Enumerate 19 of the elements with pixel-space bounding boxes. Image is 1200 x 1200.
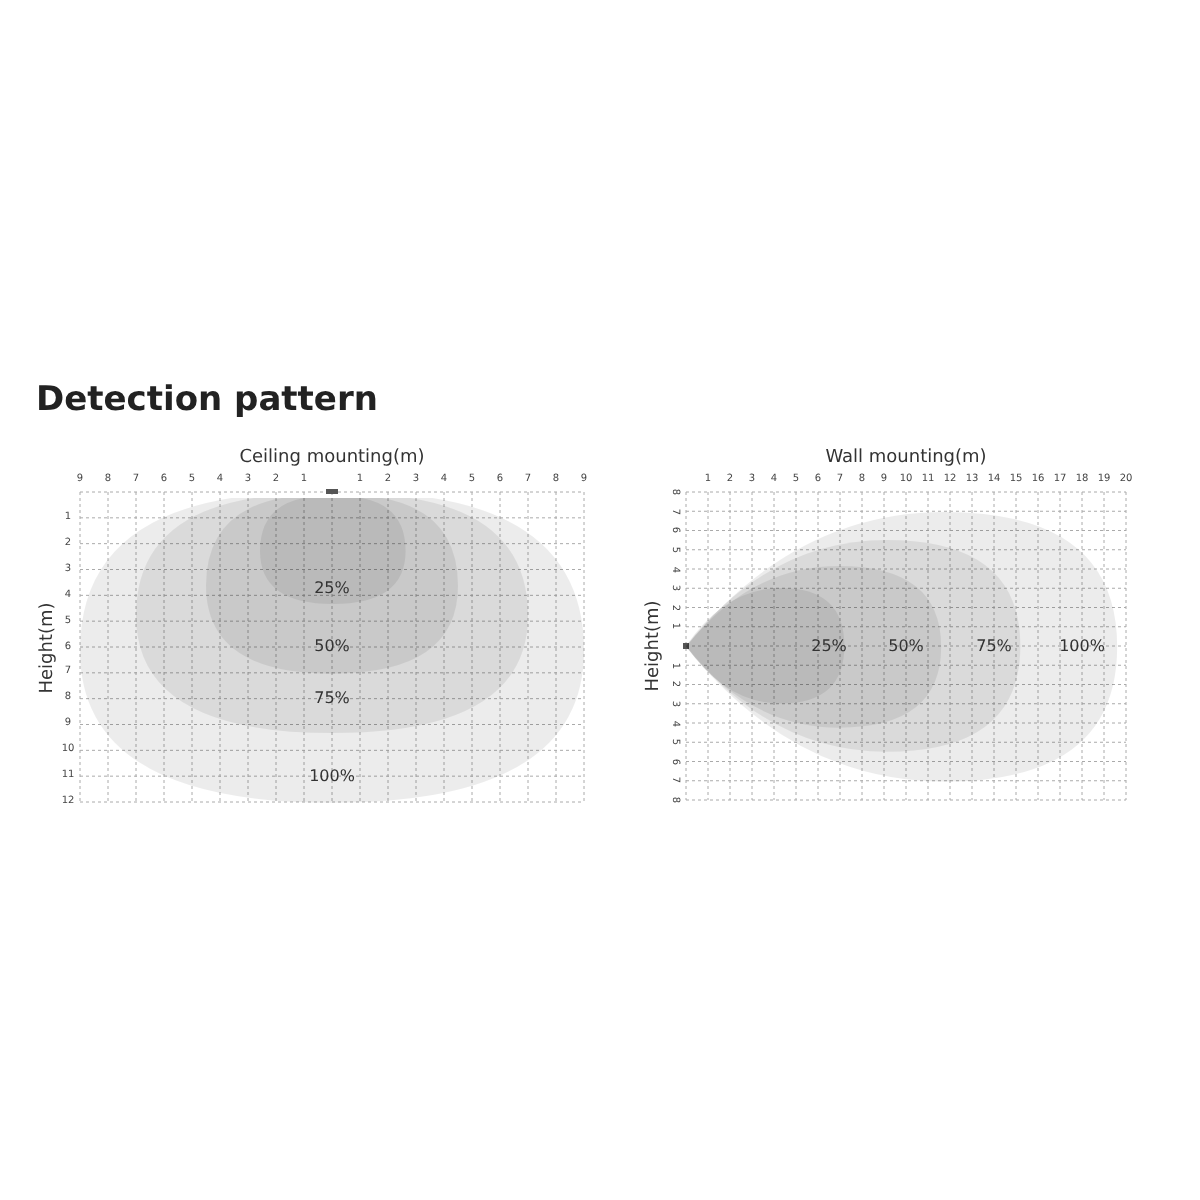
title: Detection pattern <box>36 380 378 420</box>
zone-label: 25% <box>314 578 350 597</box>
chart-heading: Ceiling mounting(m) <box>239 448 425 468</box>
axis-title: Height(m) <box>644 600 664 692</box>
zone-label: 75% <box>976 637 1012 655</box>
detection-zone <box>206 497 458 673</box>
zone-label: 50% <box>314 637 350 656</box>
zone-label: 25% <box>811 636 847 655</box>
zone-label: 50% <box>888 636 924 655</box>
detection-zone <box>686 588 845 704</box>
detection-zone <box>686 540 1021 752</box>
detection-zone <box>136 497 528 733</box>
detection-zone <box>259 497 405 604</box>
zone-label: 75% <box>314 689 350 708</box>
axis-title: Height(m) <box>38 601 58 693</box>
zone-label: 100% <box>1059 637 1105 655</box>
chart-heading: Wall mounting(m) <box>825 448 987 468</box>
zone-label: 100% <box>309 767 355 786</box>
detection-zone <box>686 565 942 727</box>
